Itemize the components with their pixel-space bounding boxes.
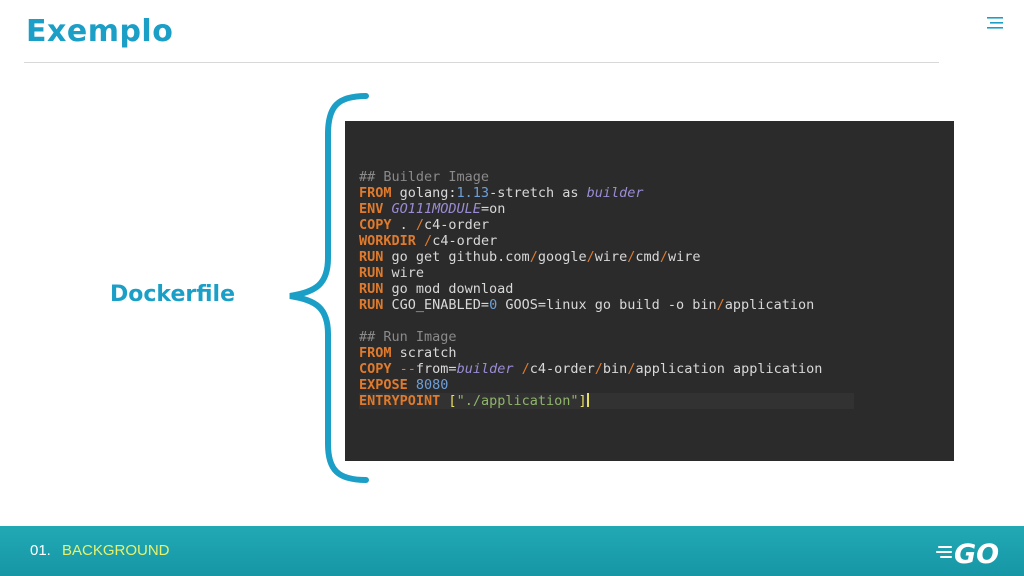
code-line: FROM scratch <box>359 345 954 361</box>
code-line: RUN go mod download <box>359 281 954 297</box>
code-token: / <box>627 361 636 377</box>
go-gopher-logo-icon: GO <box>936 539 999 567</box>
hamburger-menu-icon[interactable] <box>985 15 1005 31</box>
code-token: golang: <box>391 185 457 201</box>
section-number: 01. <box>30 542 51 559</box>
code-line: RUN go get github.com/google/wire/cmd/wi… <box>359 249 954 265</box>
code-token: / <box>594 361 603 377</box>
code-token <box>408 377 416 393</box>
code-token: / <box>586 249 595 265</box>
code-token: / <box>521 361 530 377</box>
code-token <box>383 201 391 217</box>
code-token: RUN <box>359 297 384 313</box>
code-token: "./application" <box>456 393 579 409</box>
code-line: COPY . /c4-order <box>359 217 954 233</box>
code-token: application application <box>635 361 823 377</box>
code-token: go get github.com <box>383 249 530 265</box>
code-token: google <box>537 249 587 265</box>
code-token: EXPOSE <box>359 377 408 393</box>
code-token: / <box>529 249 538 265</box>
code-line: EXPOSE 8080 <box>359 377 954 393</box>
code-token: ENV <box>359 201 384 217</box>
code-token <box>416 233 424 249</box>
code-token: COPY <box>359 217 392 233</box>
title-divider <box>24 62 939 63</box>
code-token: ] <box>578 393 587 409</box>
code-token: c4-order <box>529 361 595 377</box>
dockerfile-label: Dockerfile <box>110 282 235 307</box>
footer-bar: 01. BACKGROUND GO <box>0 526 1024 576</box>
code-token: WORKDIR <box>359 233 416 249</box>
code-token: builder <box>586 185 644 201</box>
code-token: application <box>724 297 815 313</box>
curly-brace-icon <box>289 93 369 483</box>
code-token: CGO_ENABLED= <box>383 297 490 313</box>
code-line: RUN CGO_ENABLED=0 GOOS=linux go build -o… <box>359 297 954 313</box>
code-token: GOOS=linux go build -o bin <box>497 297 717 313</box>
code-token: RUN <box>359 265 384 281</box>
code-token: cmd <box>635 249 660 265</box>
go-logo-text: GO <box>954 539 999 567</box>
section-name: BACKGROUND <box>62 542 170 559</box>
code-token: scratch <box>391 345 457 361</box>
code-token: FROM <box>359 345 392 361</box>
code-token: builder <box>456 361 514 377</box>
code-token: c4-order <box>432 233 498 249</box>
code-line: COPY --from=builder /c4-order/bin/applic… <box>359 361 954 377</box>
code-token: -- <box>399 361 416 377</box>
code-token: / <box>415 217 425 233</box>
code-token: RUN <box>359 249 384 265</box>
code-token: 1.13 <box>456 185 490 201</box>
code-token: COPY <box>359 361 392 377</box>
code-token <box>392 361 400 377</box>
code-token: -stretch as <box>489 185 587 201</box>
code-token: go mod download <box>383 281 514 297</box>
code-token: / <box>716 297 725 313</box>
code-line: RUN wire <box>359 265 954 281</box>
code-token: wire <box>383 265 425 281</box>
code-token: ENTRYPOINT <box>359 393 441 409</box>
code-line: ENTRYPOINT ["./application"] <box>359 393 854 409</box>
code-token: . <box>391 217 416 233</box>
code-token: from= <box>415 361 457 377</box>
code-token: c4-order <box>424 217 490 233</box>
code-token: / <box>627 249 636 265</box>
code-line: ENV GO111MODULE=on <box>359 201 954 217</box>
code-token <box>513 361 521 377</box>
code-token: ## Builder Image <box>359 169 490 185</box>
code-token: GO111MODULE <box>391 201 481 217</box>
code-token: wire <box>667 249 701 265</box>
code-line: ## Builder Image <box>359 169 954 185</box>
code-token: RUN <box>359 281 384 297</box>
code-line <box>359 313 954 329</box>
code-token: ## Run Image <box>359 329 457 345</box>
code-token: 0 <box>489 297 498 313</box>
code-token: / <box>424 233 433 249</box>
code-token: wire <box>594 249 628 265</box>
text-cursor <box>586 393 589 407</box>
code-token: FROM <box>359 185 392 201</box>
code-token: 8080 <box>415 377 449 393</box>
code-token: bin <box>602 361 628 377</box>
code-token: =on <box>480 201 506 217</box>
code-token: [ <box>448 393 457 409</box>
code-line: FROM golang:1.13-stretch as builder <box>359 185 954 201</box>
slide-title: Exemplo <box>26 14 174 49</box>
code-line: ## Run Image <box>359 329 954 345</box>
code-token: / <box>659 249 668 265</box>
code-line: WORKDIR /c4-order <box>359 233 954 249</box>
